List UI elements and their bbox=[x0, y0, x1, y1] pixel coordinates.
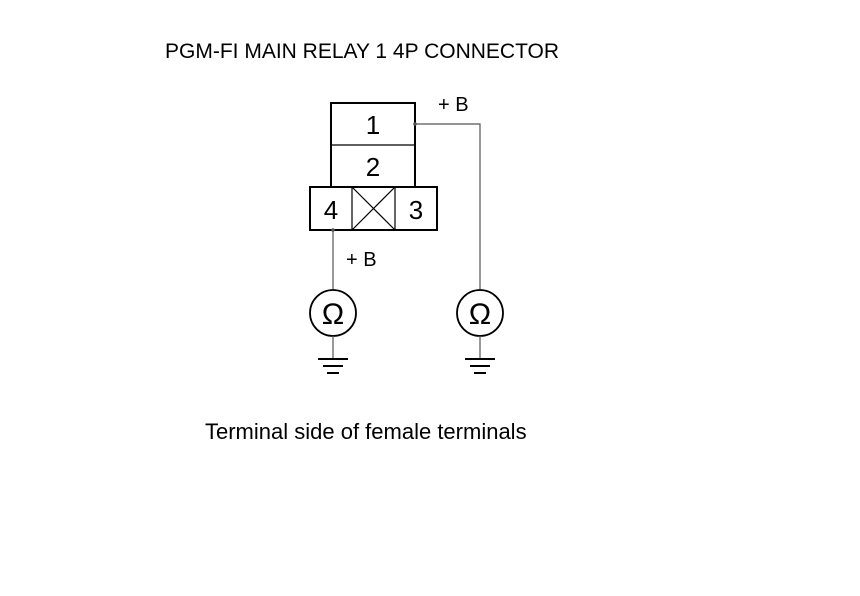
right-ohm-icon: Ω bbox=[469, 298, 491, 331]
pin-4-supply-label: + B bbox=[346, 249, 377, 271]
pin-2-label: 2 bbox=[366, 152, 380, 182]
left-ohm-icon: Ω bbox=[322, 298, 344, 331]
pin-4-test-lead bbox=[331, 228, 335, 290]
pin-1-supply-label: + B bbox=[438, 94, 469, 116]
pin-3-label: 3 bbox=[409, 195, 423, 225]
pin-1-test-lead bbox=[413, 122, 481, 290]
connector-lower-housing bbox=[309, 186, 438, 231]
right-ground-icon bbox=[465, 358, 495, 374]
diagram-title: PGM-FI MAIN RELAY 1 4P CONNECTOR bbox=[165, 40, 559, 63]
left-ground-icon bbox=[318, 358, 348, 374]
empty-cavity-cross-b bbox=[351, 186, 396, 231]
connector-body bbox=[309, 102, 438, 231]
pin-1-label: 1 bbox=[366, 110, 380, 140]
pin-4-label: 4 bbox=[324, 195, 338, 225]
diagram-caption: Terminal side of female terminals bbox=[205, 419, 527, 444]
left-ohmmeter: Ω bbox=[309, 289, 357, 358]
right-ohmmeter: Ω bbox=[456, 289, 504, 358]
